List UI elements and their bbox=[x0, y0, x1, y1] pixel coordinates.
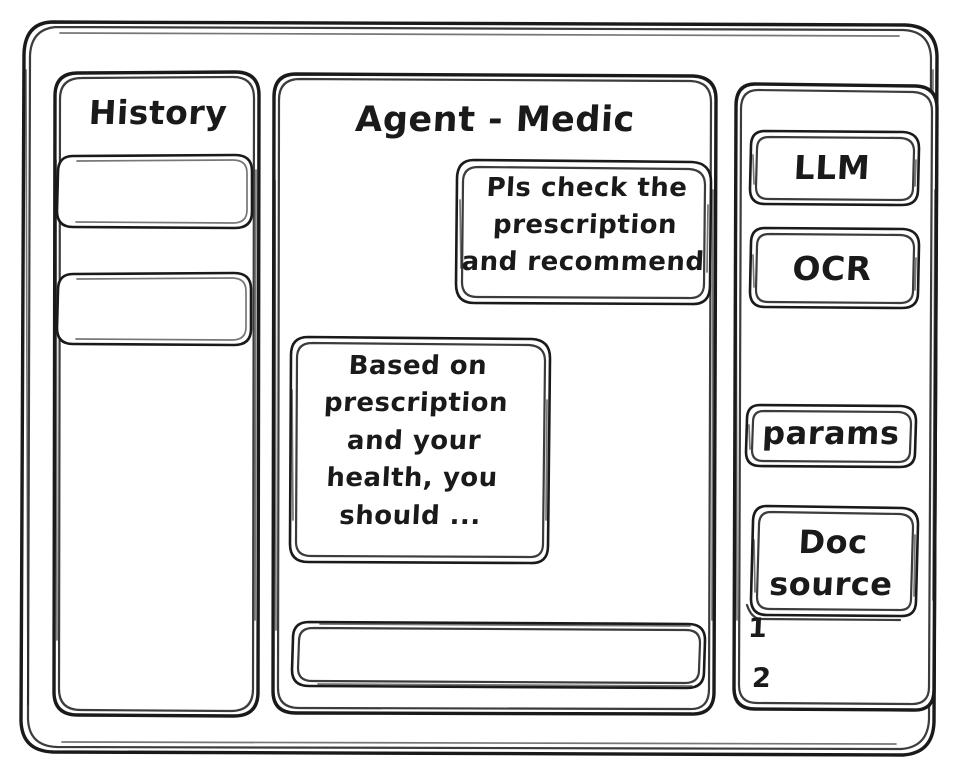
doc-source-button[interactable] bbox=[751, 506, 919, 617]
llm-button[interactable] bbox=[750, 131, 920, 206]
params-button[interactable] bbox=[746, 405, 917, 468]
user-message-bubble[interactable] bbox=[456, 160, 712, 305]
history-item-2[interactable] bbox=[57, 273, 252, 346]
ocr-button[interactable] bbox=[750, 228, 920, 309]
history-item-1[interactable] bbox=[57, 155, 253, 229]
message-input[interactable] bbox=[292, 622, 706, 688]
assistant-message-bubble[interactable] bbox=[290, 337, 551, 564]
